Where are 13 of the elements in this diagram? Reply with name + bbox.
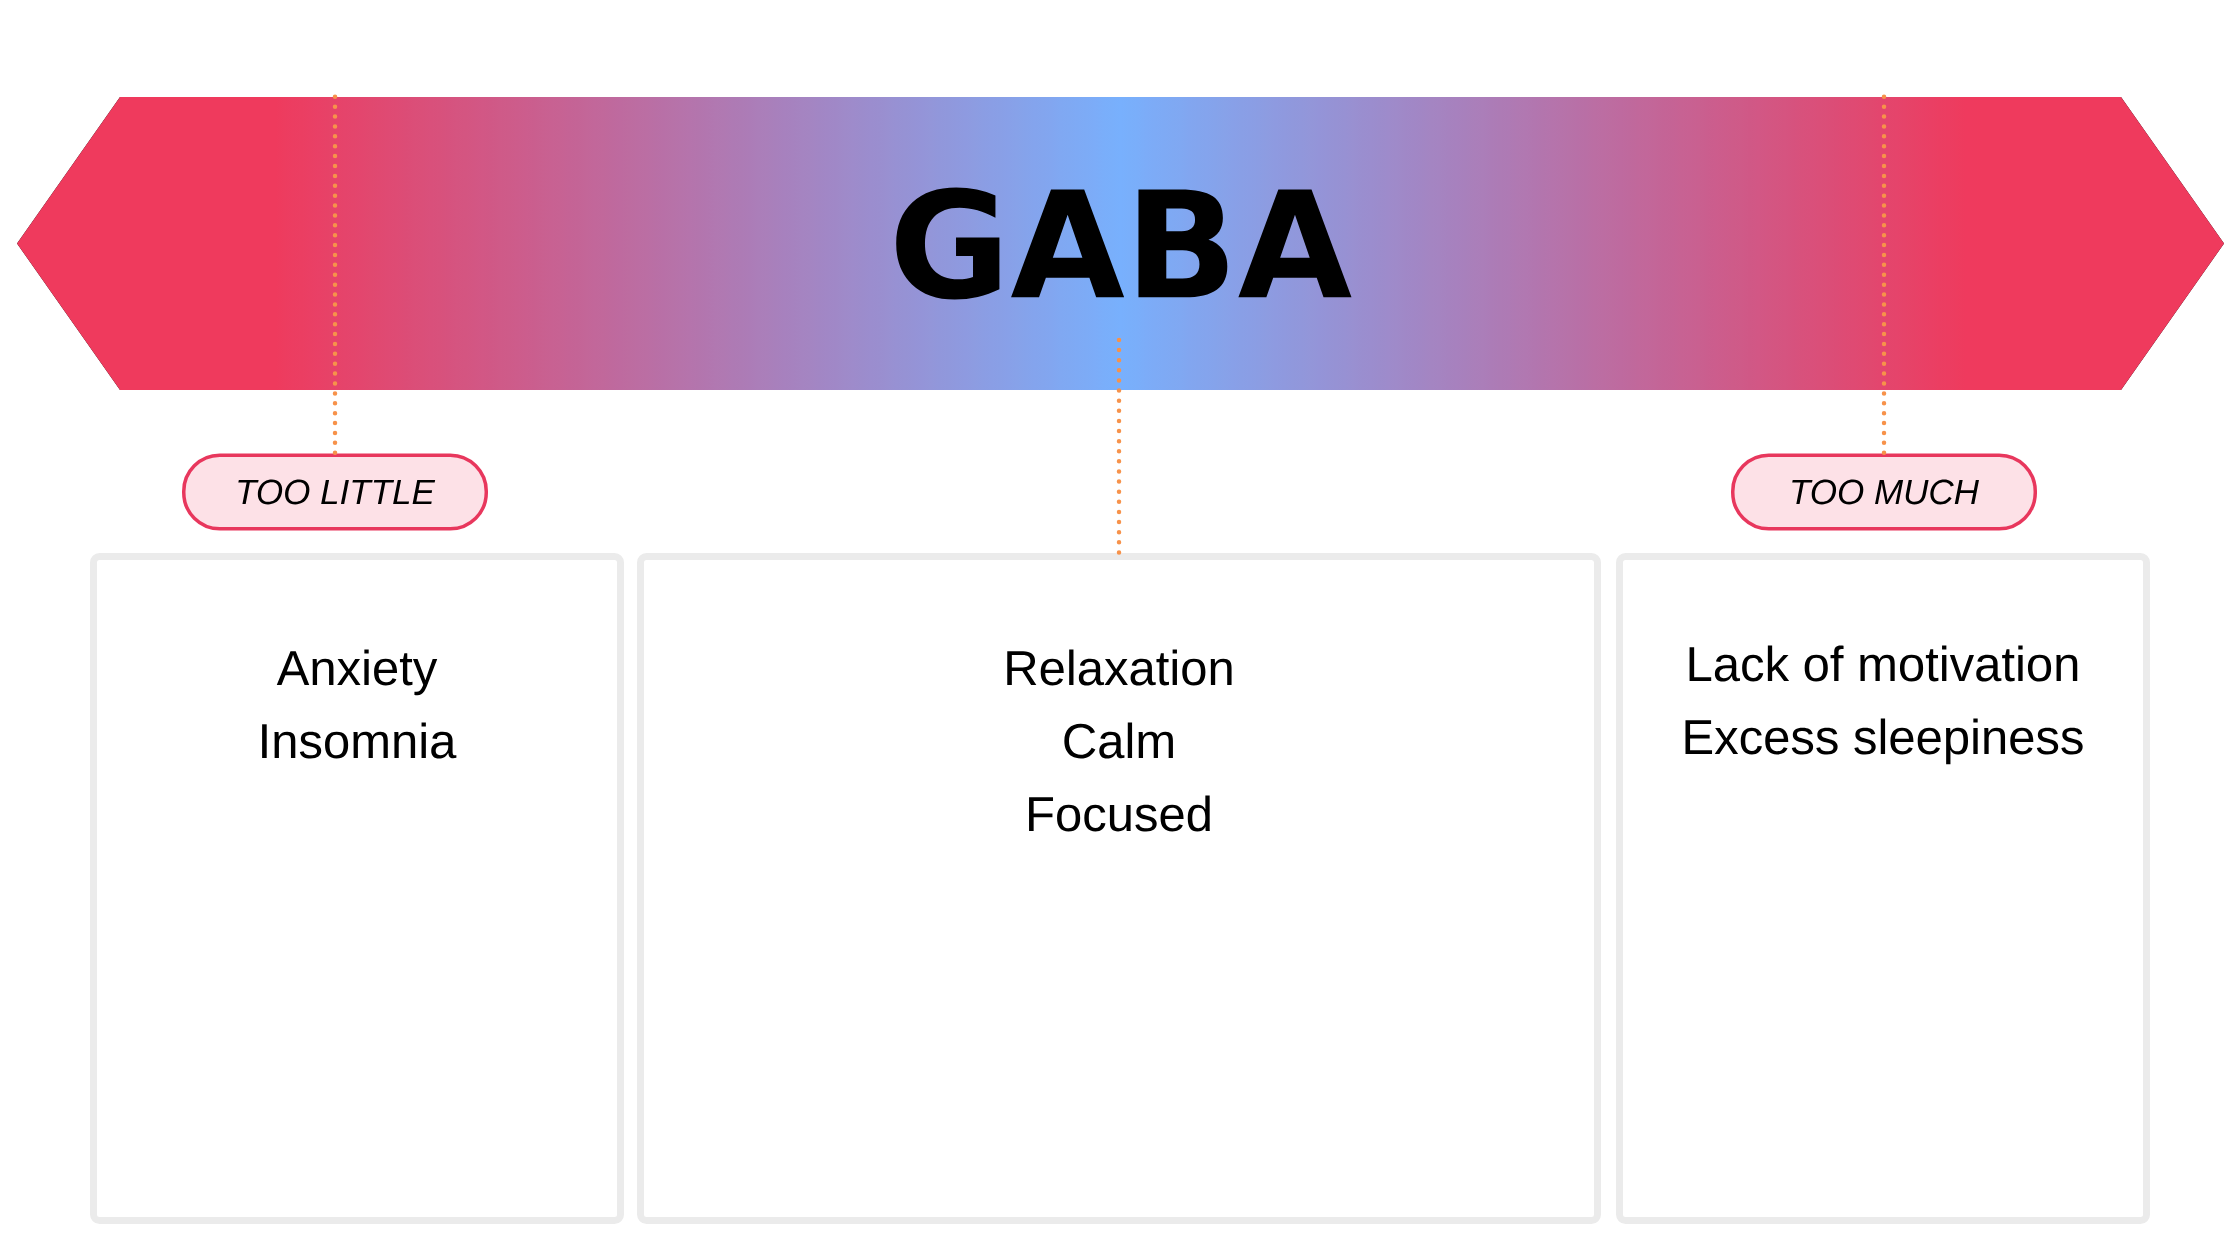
dotted-line: [332, 94, 338, 456]
list-item: Anxiety: [276, 649, 438, 696]
list-item: Lack of motivation: [1689, 645, 2078, 682]
pill-tag: TOO MUCH: [1731, 453, 2037, 531]
pill-tag: TOO LITTLE: [182, 453, 488, 531]
list-item: Relaxation: [1007, 649, 1232, 686]
list-item: Focused: [1029, 795, 1210, 832]
double-arrow-banner: GABA: [17, 97, 2224, 390]
list-item: Excess sleepiness: [1685, 718, 2083, 765]
dotted-line: [1881, 94, 1887, 456]
dotted-line: [1116, 337, 1122, 556]
list-item: Insomnia: [262, 722, 457, 759]
list-item: Calm: [1064, 722, 1173, 759]
